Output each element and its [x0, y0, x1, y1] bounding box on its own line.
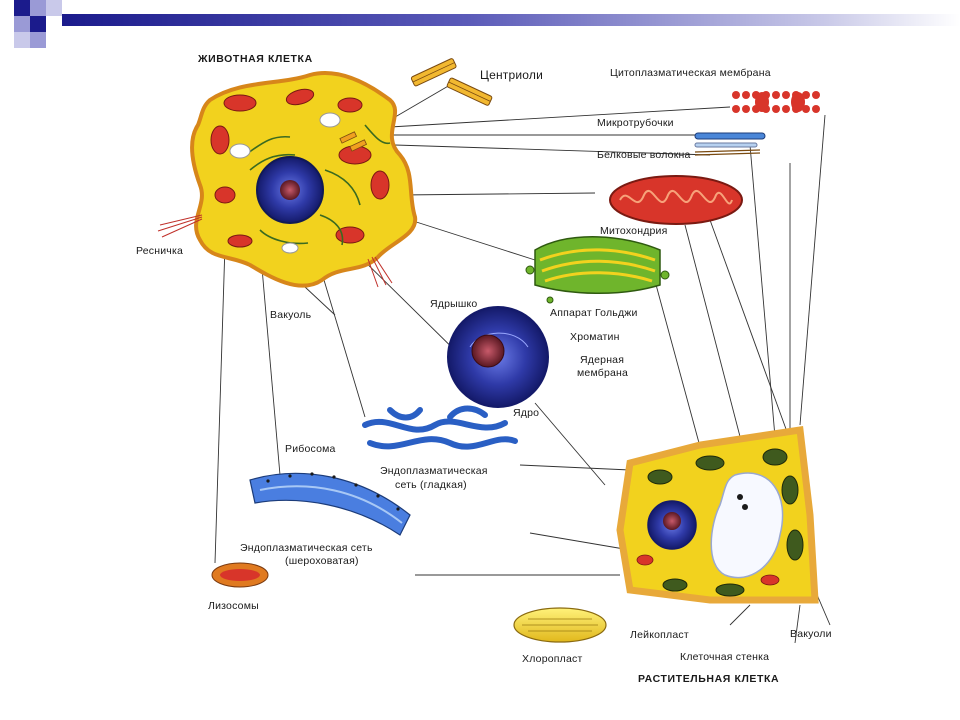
label-smooth-er-2: сеть (гладкая) — [395, 479, 467, 491]
microtubules-illustration — [694, 132, 766, 148]
connector-lines — [214, 84, 831, 644]
plant-cell — [616, 426, 819, 604]
golgi-illustration — [525, 236, 670, 304]
animal-cell — [157, 71, 418, 288]
smooth-er-illustration — [362, 405, 518, 450]
label-golgi: Аппарат Гольджи — [550, 307, 638, 319]
label-chromatin: Хроматин — [570, 331, 620, 343]
animal-vacuole — [319, 112, 341, 128]
label-chloroplast: Хлоропласт — [522, 653, 583, 665]
animal-nucleolus — [280, 180, 300, 200]
label-vacuoles: Вакуоли — [790, 628, 832, 640]
label-cell-wall: Клеточная стенка — [680, 651, 770, 663]
label-mitochondrion: Митохондрия — [600, 225, 668, 237]
centriole-animal — [339, 131, 368, 152]
decor-band — [62, 14, 960, 26]
decor-square — [30, 16, 46, 32]
membrane-illustration — [730, 90, 826, 113]
plant-leucoplasts — [737, 494, 748, 510]
rough-er-illustration — [249, 472, 411, 536]
decor-square — [46, 0, 62, 16]
label-rough-er-1: Эндоплазматическая сеть — [240, 542, 373, 554]
animal-vacuole — [229, 143, 251, 159]
animal-cell-title: ЖИВОТНАЯ КЛЕТКА — [198, 53, 313, 65]
chloroplast-illustration — [513, 607, 607, 643]
label-vacuole: Вакуоль — [270, 309, 312, 321]
cell-comparison-diagram: ЖИВОТНАЯ КЛЕТКА Центриоли Цитоплазматиче… — [136, 45, 850, 693]
cilium-structure — [367, 256, 393, 288]
label-plasma-membrane: Цитоплазматическая мембрана — [610, 67, 771, 79]
centrioles-illustration — [410, 58, 493, 106]
label-nuclear-membrane-1: Ядерная — [580, 354, 625, 366]
chloroplasts-group — [647, 448, 804, 597]
decor-square — [14, 0, 30, 16]
label-centrioles: Центриоли — [480, 68, 543, 82]
diagram-svg — [157, 58, 831, 644]
label-lysosomes: Лизосомы — [208, 600, 259, 612]
label-ribosome: Рибосома — [285, 443, 336, 455]
label-protein-fibers: Белковые волокна — [597, 149, 691, 161]
cilium-structure — [157, 214, 203, 238]
slide-decoration — [0, 0, 960, 48]
label-nucleus: Ядро — [513, 407, 540, 419]
animal-vacuole — [281, 242, 299, 254]
plant-cell-title: РАСТИТЕЛЬНАЯ КЛЕТКА — [638, 673, 780, 685]
label-rough-er-2: (шероховатая) — [285, 555, 359, 567]
decor-square — [14, 16, 30, 32]
label-nuclear-membrane-2: мембрана — [577, 367, 629, 379]
label-smooth-er-1: Эндоплазматическая — [380, 465, 488, 477]
lysosomes-illustration — [211, 562, 269, 588]
protein-fibers-illustration — [694, 149, 761, 156]
plant-nucleolus — [663, 512, 681, 530]
decor-square — [14, 32, 30, 48]
label-microtubules: Микротрубочки — [597, 117, 674, 129]
plant-vacuole — [710, 472, 784, 579]
decor-square — [30, 0, 46, 16]
mitochondrion-illustration — [609, 175, 743, 225]
plant-mitochondria — [636, 554, 780, 586]
decor-square — [30, 32, 46, 48]
mitochondria-group — [210, 88, 390, 248]
nucleus-illustration — [447, 306, 549, 408]
label-leucoplast: Лейкопласт — [630, 629, 689, 641]
label-cilium: Ресничка — [136, 245, 184, 257]
label-nucleolus: Ядрышко — [430, 298, 478, 310]
